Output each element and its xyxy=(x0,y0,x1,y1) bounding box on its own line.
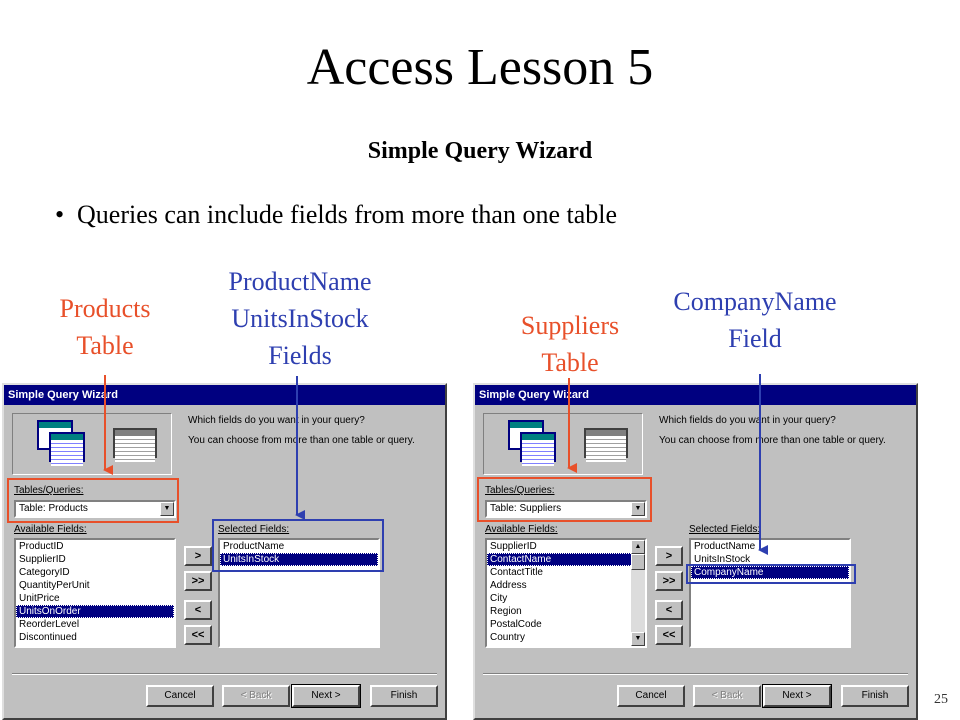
simple-query-wizard-suppliers: Simple Query Wizard Which fields do you … xyxy=(473,383,918,720)
highlight-tables-suppliers xyxy=(477,477,652,522)
list-item[interactable]: SupplierID xyxy=(19,554,66,565)
dialog-titlebar[interactable]: Simple Query Wizard xyxy=(4,385,445,405)
list-item[interactable]: ProductID xyxy=(19,541,64,552)
callout-line: Field xyxy=(728,324,782,353)
table-icon xyxy=(113,428,157,462)
back-button[interactable]: < Back xyxy=(693,685,761,707)
scroll-down-icon[interactable]: ▼ xyxy=(631,632,645,646)
list-item[interactable]: PostalCode xyxy=(490,619,542,630)
list-item[interactable]: ReorderLevel xyxy=(19,619,80,630)
highlight-tables-products xyxy=(7,478,179,523)
wizard-prompt: Which fields do you want in your query? xyxy=(188,415,365,426)
available-fields-list[interactable]: ProductID SupplierID CategoryID QuantityPer… xyxy=(14,538,176,648)
move-all-left-button[interactable]: << xyxy=(184,625,212,645)
tables-queries-label: Tables/Queries: xyxy=(485,485,555,496)
divider xyxy=(12,673,437,675)
list-item[interactable]: UnitPrice xyxy=(19,593,60,604)
list-item[interactable]: UnitsInStock xyxy=(220,553,378,566)
divider xyxy=(483,673,908,675)
move-one-right-button[interactable]: > xyxy=(184,546,212,566)
bullet-point: • Queries can include fields from more th… xyxy=(55,200,617,230)
page-number: 25 xyxy=(934,692,948,707)
next-button[interactable]: Next > xyxy=(291,684,361,708)
wizard-illustration xyxy=(12,413,172,475)
scroll-thumb[interactable] xyxy=(631,554,645,570)
wizard-hint: You can choose from more than one table … xyxy=(188,435,415,446)
list-item[interactable]: CategoryID xyxy=(19,567,70,578)
dropdown-arrow-icon[interactable]: ▼ xyxy=(631,502,645,516)
slide-title: Access Lesson 5 xyxy=(306,39,654,96)
wizard-hint: You can choose from more than one table … xyxy=(659,435,886,446)
dropdown-arrow-icon[interactable]: ▼ xyxy=(160,502,174,516)
selected-fields-label: Selected Fields: xyxy=(689,524,761,535)
table-icon xyxy=(584,428,628,462)
wizard-prompt: Which fields do you want in your query? xyxy=(659,415,836,426)
move-one-left-button[interactable]: < xyxy=(184,600,212,620)
callout-companyname-field: CompanyName Field xyxy=(650,283,860,357)
combo-value: Table: Products xyxy=(19,503,88,514)
list-item[interactable]: Region xyxy=(490,606,522,617)
list-item[interactable]: ContactName xyxy=(487,553,645,566)
tables-queries-combo[interactable]: Table: Suppliers ▼ xyxy=(485,500,647,518)
simple-query-wizard-products: Simple Query Wizard Which fields do you … xyxy=(2,383,447,720)
wizard-illustration xyxy=(483,413,643,475)
move-one-right-button[interactable]: > xyxy=(655,546,683,566)
move-one-left-button[interactable]: < xyxy=(655,600,683,620)
list-item[interactable]: ProductName xyxy=(694,541,756,552)
list-item[interactable]: UnitsInStock xyxy=(694,554,751,565)
callout-line: Fields xyxy=(268,341,332,370)
cancel-button[interactable]: Cancel xyxy=(617,685,685,707)
callout-line: Products xyxy=(59,294,151,323)
callout-line: ProductName xyxy=(228,267,372,296)
callout-products-table: Products Table xyxy=(40,290,170,364)
cancel-button[interactable]: Cancel xyxy=(146,685,214,707)
selected-fields-label: Selected Fields: xyxy=(218,524,290,535)
list-item[interactable]: ProductName xyxy=(223,541,285,552)
callout-line: CompanyName xyxy=(673,287,837,316)
callout-productname-fields: ProductName UnitsInStock Fields xyxy=(195,263,405,374)
dialog-titlebar[interactable]: Simple Query Wizard xyxy=(475,385,916,405)
callout-line: Table xyxy=(76,331,134,360)
finish-button[interactable]: Finish xyxy=(370,685,438,707)
tables-queries-combo[interactable]: Table: Products ▼ xyxy=(14,500,176,518)
next-button[interactable]: Next > xyxy=(762,684,832,708)
list-item[interactable]: ContactTitle xyxy=(490,567,543,578)
list-item[interactable]: City xyxy=(490,593,508,604)
callout-suppliers-table: Suppliers Table xyxy=(500,307,640,381)
callout-line: Table xyxy=(541,348,599,377)
list-item[interactable]: SupplierID xyxy=(490,541,537,552)
callout-line: Suppliers xyxy=(520,311,620,340)
list-item[interactable]: QuantityPerUnit xyxy=(19,580,90,591)
bullet-text: Queries can include fields from more tha… xyxy=(77,200,618,229)
highlight-companyname xyxy=(686,564,856,584)
move-all-right-button[interactable]: >> xyxy=(184,571,212,591)
highlight-selected-products xyxy=(212,519,384,572)
back-button[interactable]: < Back xyxy=(222,685,290,707)
list-item[interactable]: Country xyxy=(490,632,526,643)
callout-line: UnitsInStock xyxy=(231,304,369,333)
table-icon xyxy=(520,432,556,466)
table-icon xyxy=(49,432,85,466)
list-item[interactable]: Address xyxy=(490,580,527,591)
available-fields-label: Available Fields: xyxy=(485,524,558,535)
scroll-up-icon[interactable]: ▲ xyxy=(631,540,645,554)
list-item[interactable]: UnitsOnOrder xyxy=(16,605,174,618)
slide-subtitle: Simple Query Wizard xyxy=(367,138,593,164)
tables-queries-label: Tables/Queries: xyxy=(14,485,84,496)
move-all-right-button[interactable]: >> xyxy=(655,571,683,591)
available-fields-label: Available Fields: xyxy=(14,524,87,535)
list-item[interactable]: CompanyName xyxy=(691,566,849,579)
move-all-left-button[interactable]: << xyxy=(655,625,683,645)
combo-value: Table: Suppliers xyxy=(490,503,562,514)
finish-button[interactable]: Finish xyxy=(841,685,909,707)
vertical-scrollbar[interactable]: ▲ ▼ xyxy=(631,540,645,646)
list-item[interactable]: Discontinued xyxy=(19,632,77,643)
bullet-dot: • xyxy=(55,200,65,229)
